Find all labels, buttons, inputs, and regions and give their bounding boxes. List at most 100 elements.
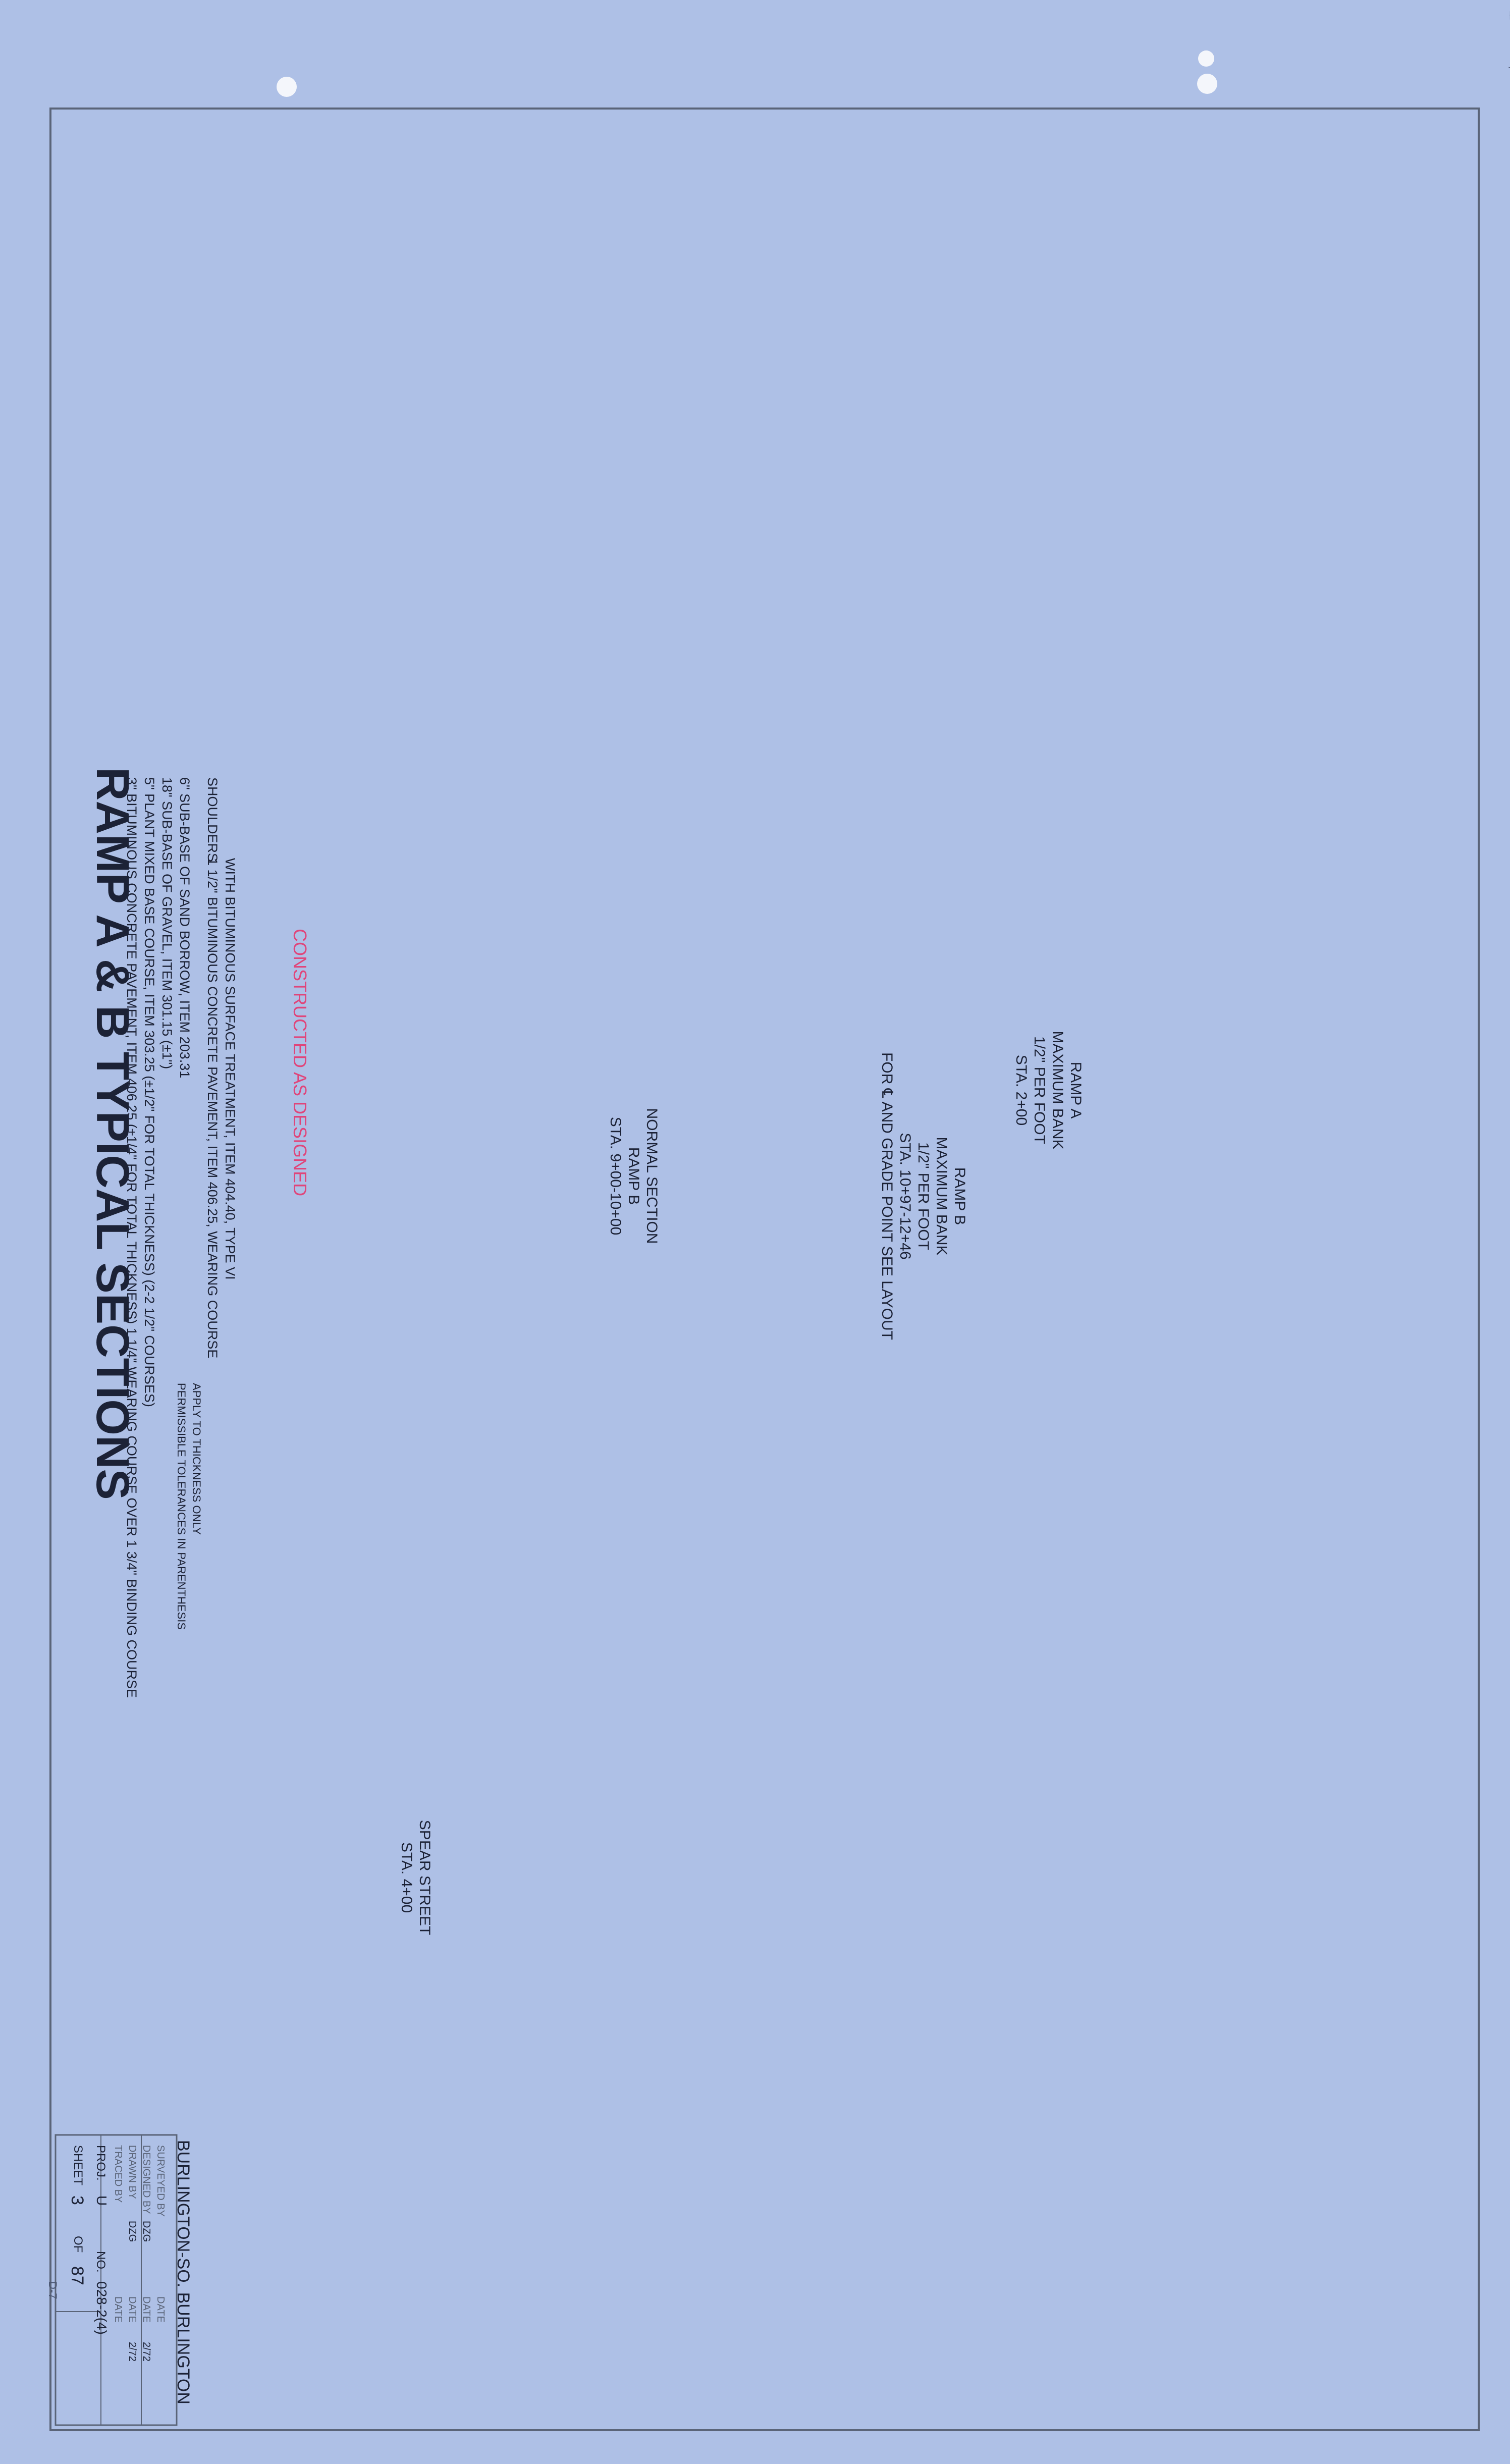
dimension-text: 4'-0"	[1507, 0, 1510, 12]
section-label: 3" SURFACE COURSE	[1507, 0, 1510, 53]
proj-letter: U	[94, 2195, 110, 2206]
section-label: 3-1	[1507, 0, 1510, 7]
section-label: 4" TOPSOIL	[1507, 0, 1510, 28]
section-label: 18" SUB-BASE OF GRAVEL	[1507, 0, 1510, 64]
section-label: GRADE	[1507, 0, 1510, 18]
section-label: GRANITE SLOPE EDGING	[1507, 0, 1510, 62]
dimension-text: 2'-0"	[1507, 0, 1510, 12]
dimension-text: 11'-0"	[1507, 0, 1510, 15]
dimension-text: 10'-0"	[1507, 0, 1510, 16]
section-caption: STA. 4+00	[398, 1842, 415, 1913]
section-label: 1/4" IN 12"	[1507, 0, 1510, 24]
dimension-text: 4'-0"	[1507, 0, 1510, 12]
section-label: 4" TOPSOIL	[1507, 0, 1510, 28]
section-caption: 1/2" PER FOOT	[915, 1142, 932, 1250]
title-block-row-value: DZG	[127, 2221, 138, 2242]
section-label: 4" TOPSOIL	[1507, 0, 1510, 28]
section-label: 1-4	[1507, 0, 1510, 7]
tolerance-note: PERMISSIBLE TOLERANCES IN PARENTHESIS	[175, 1383, 188, 1630]
dimension-text: 5'-0"	[1507, 0, 1510, 12]
section-label: 3" SURFACE COURSE	[1507, 0, 1510, 53]
section-label: 3/4" IN 12"	[1507, 0, 1510, 24]
section-label: 3-1	[1507, 0, 1510, 7]
section-label: REV. ℄	[1507, 0, 1510, 16]
section-label: 6"	[1507, 0, 1510, 5]
section-caption: NORMAL SECTION	[643, 1108, 660, 1244]
section-label: 6"	[1507, 0, 1510, 5]
section-caption: RAMP B	[625, 1147, 642, 1205]
dimension-text: 4'-0"	[1507, 0, 1510, 12]
section-label: 6" TOPSOIL	[1507, 0, 1510, 28]
section-label: 1-4	[1507, 0, 1510, 7]
section-label: 3" SURFACE COURSE	[1507, 0, 1510, 53]
section-label: 1/4" IN 12"	[1507, 0, 1510, 24]
section-caption: STA. 9+00-10+00	[607, 1117, 624, 1236]
dimension-text: 11'-0"	[1507, 0, 1510, 15]
title-block-date-label: DATE	[141, 2296, 152, 2323]
section-label: STRAIGHT	[1507, 0, 1510, 26]
section-label: PARABOLIC	[1507, 0, 1510, 29]
section-label: 1/2" IN 12"	[1507, 0, 1510, 24]
section-label: 6"	[1507, 0, 1510, 5]
tolerance-note: APPLY TO THICKNESS ONLY	[190, 1383, 203, 1535]
section-label: 3/4" IN 12"	[1507, 0, 1510, 24]
section-label: 3-1	[1507, 0, 1510, 7]
section-label: 6" SAND BORROW	[1507, 0, 1510, 45]
sheet-label: SHEET	[71, 2145, 85, 2185]
section-label: 3/4" IN 12"	[1507, 0, 1510, 24]
section-label: 5" PORTLAND CEMENT CONCRETE SIDEWALK	[1507, 0, 1510, 114]
binder-hole	[1198, 50, 1214, 67]
specification-note: 18" SUB-BASE OF GRAVEL, ITEM 301.15 (±1"…	[159, 777, 175, 1069]
proj-label: PROJ.	[94, 2145, 107, 2181]
title-block-row-label: DRAWN BY	[127, 2145, 138, 2199]
title-block-date: 2/72	[141, 2342, 152, 2362]
section-label: 1/4" IN 12"	[1507, 0, 1510, 24]
dimension-text: 4'-0"	[1507, 0, 1510, 12]
section-label: 4" TOPSOIL	[1507, 0, 1510, 28]
section-label: 1 1/2" SURFACE COURSE	[1507, 0, 1510, 61]
section-caption: 1/2" PER FOOT	[1031, 1036, 1048, 1144]
section-label: 3-1	[1507, 0, 1510, 7]
section-caption: STA. 2+00	[1013, 1055, 1030, 1126]
title-block-date: 2/72	[127, 2342, 138, 2362]
dimension-text: 2'-0"	[1507, 0, 1510, 12]
specification-note: 5" PLANT MIXED BASE COURSE, ITEM 303.25 …	[142, 777, 157, 1407]
section-label: 6" SAND BORROW	[1507, 0, 1510, 45]
title-block-date-label: DATE	[155, 2296, 166, 2323]
section-label: 6"	[1507, 0, 1510, 5]
title-block-date-label: DATE	[113, 2296, 124, 2323]
section-caption: FOR ℄ AND GRADE POINT SEE LAYOUT	[879, 1052, 895, 1340]
section-label: 1-4	[1507, 0, 1510, 7]
section-label: 1/2" IN 12"	[1507, 0, 1510, 24]
title-block-row-label: TRACED BY	[113, 2145, 124, 2203]
section-label: 1/2" IN 12"	[1507, 0, 1510, 24]
section-label: GRADE	[1507, 0, 1510, 18]
section-label: 1-4	[1507, 0, 1510, 7]
title-block-row-label: SURVEYED BY	[155, 2145, 166, 2217]
shoulders-label: SHOULDERS	[205, 777, 220, 862]
sheet-title: RAMP A & B TYPICAL SECTIONS	[87, 767, 138, 1500]
as-built-stamp: CONSTRUCTED AS DESIGNED	[290, 929, 310, 1196]
section-label: 1-4	[1507, 0, 1510, 7]
section-label: STRAIGHT	[1507, 0, 1510, 26]
section-caption: RAMP B	[951, 1167, 968, 1225]
section-label: 3-1	[1507, 0, 1510, 7]
section-label: 1-8	[1507, 0, 1510, 7]
title-block	[55, 2134, 178, 2426]
section-label: 1-4	[1507, 0, 1510, 7]
section-label: 1/4" IN 12"	[1507, 0, 1510, 24]
section-label: 3" SURFACE COURSE	[1507, 0, 1510, 53]
binder-hole	[1197, 74, 1217, 94]
dimension-text: 4'-0"	[1507, 0, 1510, 12]
section-label: 4" TOPSOIL	[1507, 0, 1510, 28]
dimension-text: 20'-0" MIN.	[1507, 0, 1510, 30]
section-label: 4" TOPSOIL	[1507, 0, 1510, 28]
section-label: GRADE	[1507, 0, 1510, 18]
section-label: 6" R	[1507, 0, 1510, 10]
sheet-frame	[49, 108, 1480, 2431]
section-label: 2-2 1/2" BASE COURSES	[1507, 0, 1510, 59]
section-label: 3/4" IN 12"	[1507, 0, 1510, 24]
section-label: 3-1	[1507, 0, 1510, 7]
